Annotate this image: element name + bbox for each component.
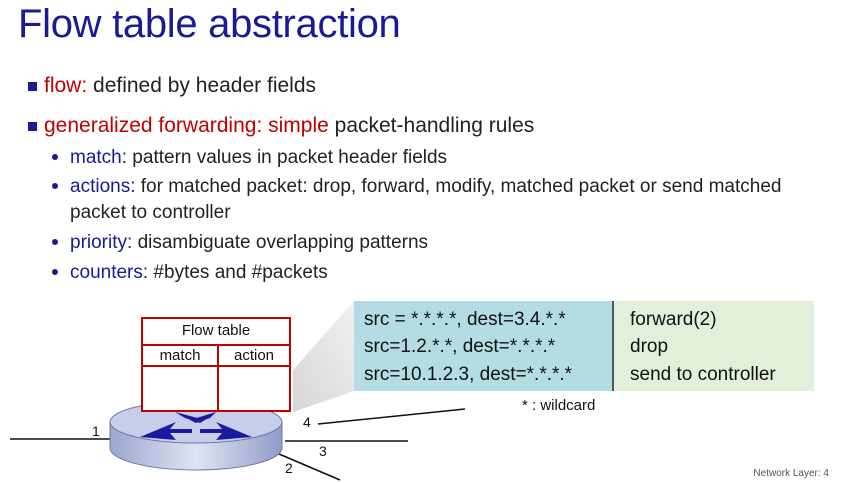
flow-rules-table: src = *.*.*.*, dest=3.4.*.* src=1.2.*.*,… bbox=[354, 301, 814, 391]
rule-match: src=1.2.*.*, dest=*.*.*.* bbox=[364, 336, 556, 357]
flow-table-col-action: action bbox=[233, 347, 275, 364]
rule-action: drop bbox=[630, 336, 669, 357]
zoom-projection bbox=[293, 301, 354, 412]
sub-bullet-term: match bbox=[70, 147, 122, 168]
router-arrow-icon bbox=[200, 422, 252, 440]
sub-bullet-term: counters bbox=[70, 262, 143, 283]
rule-match: src=10.1.2.3, dest=*.*.*.* bbox=[364, 364, 573, 385]
port-label-1: 1 bbox=[92, 423, 100, 439]
slide-title: Flow table abstraction bbox=[18, 2, 401, 46]
router-arrow-icon bbox=[140, 422, 192, 440]
flow-table-box: Flow table match action bbox=[141, 317, 291, 412]
rules-divider bbox=[612, 301, 614, 391]
flow-table-title: Flow table bbox=[143, 319, 289, 346]
square-bullet-icon bbox=[28, 122, 37, 131]
bullet-text: defined by header fields bbox=[87, 74, 317, 97]
dot-bullet-icon bbox=[52, 154, 58, 160]
rule-action: forward(2) bbox=[630, 309, 717, 330]
flow-table-col-match: match bbox=[159, 347, 201, 364]
sub-bullet-term: actions: bbox=[70, 176, 136, 197]
rule-match: src = *.*.*.*, dest=3.4.*.* bbox=[364, 309, 566, 330]
rule-action: send to controller bbox=[630, 364, 776, 385]
bullet-text: packet-handling rules bbox=[328, 114, 535, 137]
bullet-term: flow: bbox=[44, 74, 88, 97]
router-arrow-icon bbox=[190, 412, 216, 423]
bullet-term: generalized forwarding: simple bbox=[44, 114, 329, 137]
port-label-2: 2 bbox=[285, 460, 293, 476]
flow-table-divider bbox=[143, 365, 289, 367]
port-label-3: 3 bbox=[319, 443, 327, 459]
sub-bullet-text: : #bytes and #packets bbox=[142, 262, 328, 283]
dot-bullet-icon bbox=[52, 269, 58, 275]
dot-bullet-icon bbox=[52, 183, 58, 189]
sub-bullet-term: priority: bbox=[70, 232, 133, 253]
sub-bullet-text: for matched packet: drop, forward, modif… bbox=[70, 176, 782, 223]
action-column bbox=[614, 301, 814, 391]
dot-bullet-icon bbox=[52, 239, 58, 245]
sub-bullet-text: : pattern values in packet header fields bbox=[121, 147, 448, 168]
square-bullet-icon bbox=[28, 82, 37, 91]
flow-table-divider bbox=[217, 346, 219, 410]
wildcard-note: * : wildcard bbox=[522, 397, 596, 414]
match-column bbox=[354, 301, 612, 391]
link-line-4 bbox=[317, 408, 466, 425]
port-label-4: 4 bbox=[303, 414, 311, 430]
sub-bullet-text: disambiguate overlapping patterns bbox=[132, 232, 429, 253]
slide-footer: Network Layer: 4 bbox=[753, 468, 829, 479]
